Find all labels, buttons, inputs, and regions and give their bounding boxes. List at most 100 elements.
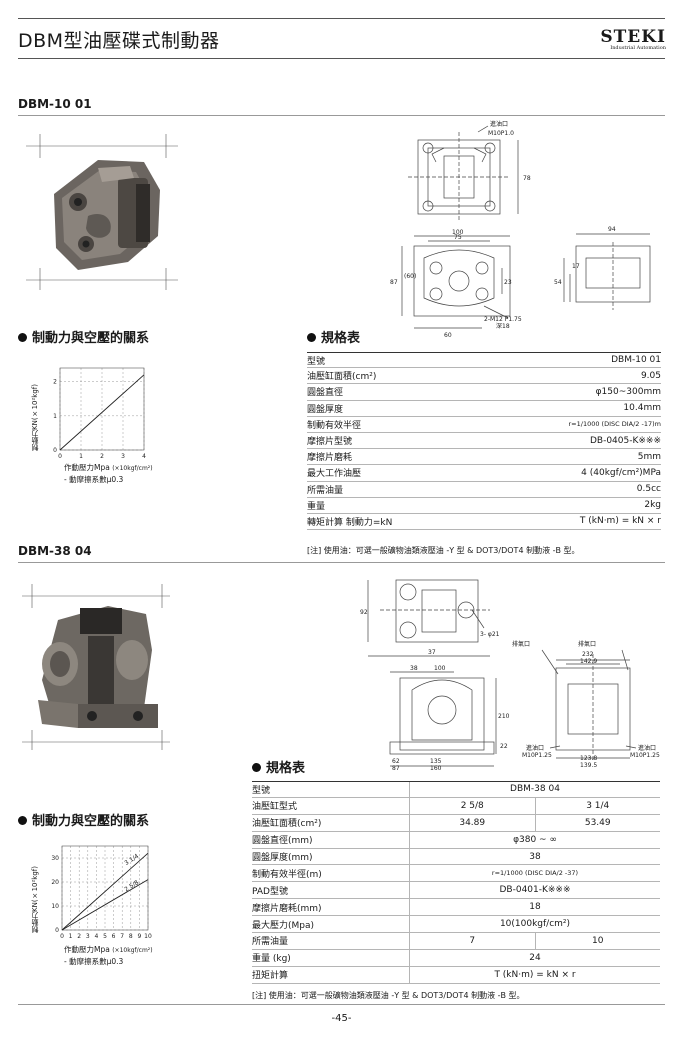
logo-subtext: Industrial Automation: [610, 45, 666, 51]
dim-210: 210: [498, 713, 510, 720]
chart2-ylabel: 制動力KN(×10²kgf): [31, 866, 39, 933]
y-tick-label: 30: [51, 855, 59, 862]
dim-123: 123.8: [580, 755, 597, 762]
brand-logo: STEKI Industrial Automation: [598, 27, 666, 51]
dim-54: 54: [554, 279, 562, 286]
dim-port-label: 進油口: [490, 120, 508, 128]
dim-bolt-depth: 深18: [496, 322, 510, 330]
plot-frame: [59, 367, 145, 451]
x-tick-label: 2: [77, 933, 81, 940]
chart2-friction: - 動摩擦系數μ0.3: [64, 957, 124, 966]
dim-100b: 100: [434, 665, 446, 672]
y-tick-label: 2: [53, 379, 57, 386]
note-1: [注] 使用油：可選一般礦物油類液壓油 -Y 型 & DOT3/DOT4 制動液…: [307, 546, 580, 555]
spec-row: 最大壓力(Mpa)10(100kgf/cm²): [252, 916, 660, 934]
dim-232: 232: [582, 651, 594, 658]
product-photo-dbm10: [26, 134, 178, 290]
spec-heading-1: 規格表: [307, 327, 360, 346]
spec-row: 摩擦片磨耗(mm)18: [252, 899, 660, 917]
header-rule: [18, 58, 665, 59]
x-tick-label: 9: [137, 933, 141, 940]
dim-60-paren: (60): [404, 273, 416, 280]
bullet-icon: [252, 763, 261, 772]
bullet-icon: [18, 333, 27, 342]
chart1-friction: - 動摩擦系數μ0.3: [64, 475, 124, 484]
x-tick-label: 8: [129, 933, 133, 940]
chart-heading-1: 制動力與空壓的關系: [18, 327, 149, 346]
dim-port2: 進油口: [638, 744, 656, 752]
dim-17: 17: [572, 263, 580, 270]
chart1-xlabel: 作動壓力Mpa: [64, 463, 110, 472]
x-tick-label: 4: [94, 933, 98, 940]
plot-frame: [61, 845, 149, 931]
series-line: [61, 879, 149, 931]
technical-drawing-dbm38: 92 3- φ21 37 38 100 210 22 62 135 87 160…: [360, 579, 660, 770]
dim-exhaust: 排氣口: [512, 640, 530, 648]
bullet-icon: [18, 816, 27, 825]
x-tick-label: 0: [60, 933, 64, 940]
footer-rule: [18, 1004, 665, 1005]
spec-row: 油壓缸面積(cm²)9.05: [307, 368, 661, 385]
dim-78: 78: [523, 175, 531, 182]
dim-port-thread: M10P1.25: [522, 752, 552, 759]
series-label: 2 5/8: [123, 879, 140, 893]
series-label: 3 1/4: [123, 853, 140, 867]
y-tick-label: 10: [51, 903, 59, 910]
dim-hole: 3- φ21: [480, 631, 500, 638]
chart2-xunit: (×10kgf/cm²): [112, 947, 153, 954]
y-tick-label: 0: [55, 927, 59, 934]
dim-38: 38: [410, 665, 418, 672]
dim-75: 75: [454, 234, 462, 241]
spec-row: 圓盤直徑(mm)φ380 ~ ∞: [252, 831, 660, 849]
dim-37: 37: [428, 649, 436, 656]
top-rule: [18, 18, 665, 19]
x-tick-label: 6: [112, 933, 116, 940]
dim-60: 60: [444, 332, 452, 339]
dim-94: 94: [608, 226, 616, 233]
dim-142: 142.9: [580, 658, 597, 665]
section1-rule: [18, 115, 665, 116]
chart2-xlabel: 作動壓力Mpa: [64, 945, 110, 954]
dim-87: 87: [390, 279, 398, 286]
dim-23: 23: [504, 279, 512, 286]
product-photo-dbm38: [22, 584, 170, 750]
bullet-icon: [307, 333, 316, 342]
x-tick-label: 0: [58, 453, 62, 460]
dim-160: 160: [430, 765, 442, 770]
dim-port-thread: M10P1.0: [488, 130, 514, 137]
dim-bolt: 2-M12 P1.75: [484, 316, 522, 323]
spec-row: 圓盤厚度(mm)38: [252, 848, 660, 866]
chart1-ylabel: 制動力KN(×10²kgf): [31, 384, 39, 451]
spec-heading-2: 規格表: [252, 757, 305, 776]
model-heading-1: DBM-10 01: [18, 97, 92, 111]
section2-rule: [18, 562, 665, 563]
x-tick-label: 5: [103, 933, 107, 940]
dim-87b: 87: [392, 765, 400, 770]
dim-22: 22: [500, 743, 508, 750]
series-line: [61, 852, 149, 931]
x-tick-label: 1: [79, 453, 83, 460]
dim-100: 100: [452, 229, 464, 236]
x-tick-label: 7: [120, 933, 124, 940]
x-tick-label: 4: [142, 453, 146, 460]
technical-drawing-dbm10: 進油口 M10P1.0 78 100 75 87 (60) 23 60 2-M1…: [390, 120, 651, 339]
x-tick-label: 10: [144, 933, 152, 940]
chart1-xunit: (×10kgf/cm²): [112, 465, 153, 472]
